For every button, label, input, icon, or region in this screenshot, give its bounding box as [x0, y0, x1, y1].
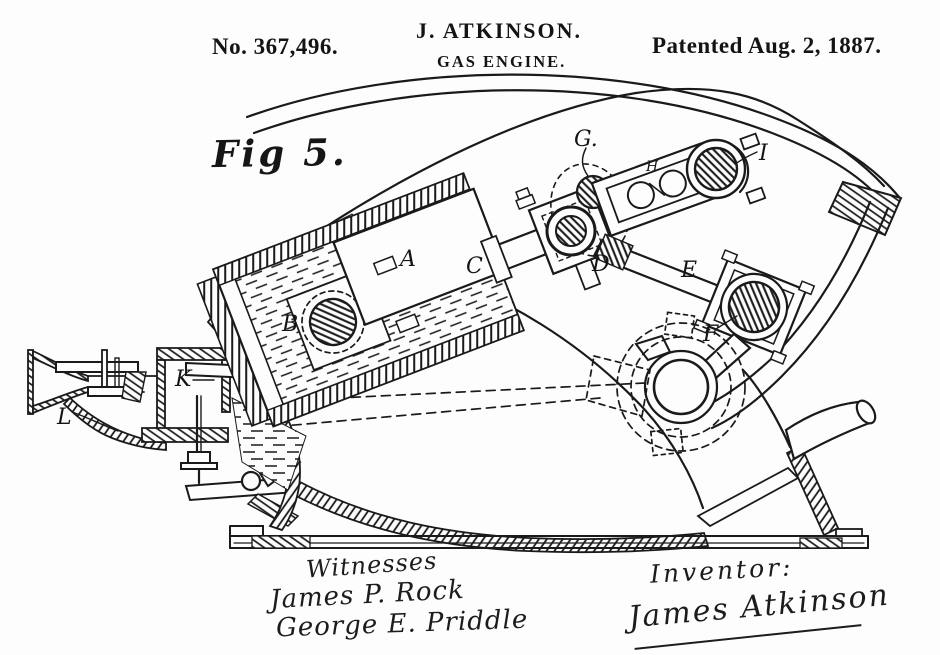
patent-number: No. 367,496. — [212, 34, 339, 59]
gland-flange — [479, 234, 513, 284]
inventor-name: J. ATKINSON. — [416, 18, 583, 43]
joint-g-leader — [581, 147, 589, 177]
part-label-f: F — [702, 322, 719, 347]
base-hatch-left — [251, 535, 311, 549]
flywheel-rim-arc — [270, 87, 886, 265]
body-rear-wedge — [696, 466, 800, 528]
part-labels: A B C D E F G. H I K L — [56, 127, 769, 430]
hidden-valve-rods — [271, 382, 646, 428]
body-bottom-band — [290, 480, 710, 554]
body-right-outline — [741, 368, 792, 449]
governor-valve-rod — [180, 394, 218, 485]
bearing-i — [685, 132, 767, 205]
piston-a — [332, 187, 507, 327]
crankshaft — [585, 311, 746, 457]
cylinder-assembly — [196, 171, 617, 428]
bearing-f — [692, 249, 816, 365]
part-label-k: K — [174, 367, 193, 392]
part-label-a: A — [398, 247, 416, 272]
base-slab — [229, 525, 869, 549]
part-label-i: I — [758, 141, 769, 166]
crosshead-bolt — [515, 186, 537, 211]
connecting-rod-e — [592, 233, 726, 306]
engine-body — [290, 266, 877, 554]
part-label-d: D — [591, 252, 610, 277]
frame-arc-inner — [252, 89, 888, 208]
valve-b — [308, 297, 358, 347]
part-label-l: L — [56, 405, 72, 430]
frame-arc-outer — [245, 73, 901, 199]
rim-right-outer — [710, 206, 890, 430]
cage-bolt-1 — [372, 255, 398, 276]
patent-date: Patented Aug. 2, 1887. — [652, 33, 882, 58]
base-hatch-right — [799, 537, 843, 549]
exhaust-pipe — [784, 399, 877, 461]
part-label-c: C — [466, 254, 483, 279]
inlet-valve-chest — [55, 349, 147, 403]
intake-bend-pipe — [62, 396, 167, 451]
part-label-g: G. — [574, 127, 598, 152]
frame-tail-hatch — [827, 180, 903, 237]
crosshead-pin-d — [555, 215, 587, 247]
invention-title: GAS ENGINE. — [437, 52, 567, 71]
cage-bolt-2 — [394, 313, 420, 334]
part-label-b: B — [281, 312, 298, 337]
part-label-h: H — [645, 159, 659, 175]
label-leaders — [71, 151, 758, 432]
part-label-e: E — [680, 258, 697, 283]
crosshead-stud — [574, 258, 602, 291]
linkage — [515, 132, 816, 380]
